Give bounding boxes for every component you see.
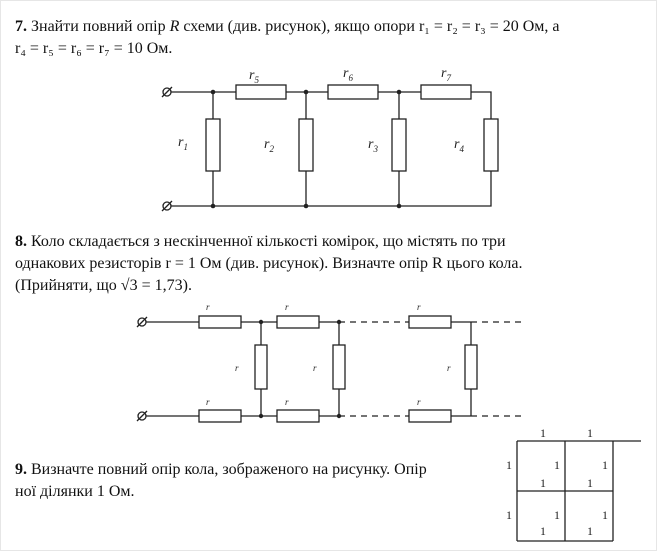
problem-7-R: R <box>169 18 180 35</box>
circuit-8: r r r r r r r r r <box>136 302 526 423</box>
resistor-r1 <box>205 118 221 172</box>
grid-circuit-9: 1 1 1 1 1 1 1 1 1 1 1 1 <box>506 426 641 542</box>
resistor-r4 <box>483 118 499 172</box>
label-r3: r3 <box>368 137 378 154</box>
problem-8-line-1: 8. Коло складається з нескінченної кільк… <box>15 231 506 252</box>
problem-7-line-1: 7. Знайти повний опір R схеми (див. рису… <box>15 16 560 37</box>
problem-7-text-a: Знайти повний опір <box>31 18 166 35</box>
value-1: 1 <box>554 458 560 472</box>
label-r7: r7 <box>441 66 451 83</box>
resistor-r-bottom-2 <box>276 409 320 423</box>
problem-9-number: 9. <box>15 461 27 478</box>
resistor-r2 <box>298 118 314 172</box>
value-1: 1 <box>602 508 608 522</box>
problem-7-number: 7. <box>15 18 27 35</box>
resistor-r-top-n <box>408 315 452 329</box>
value-1: 1 <box>540 476 546 490</box>
value-1: 1 <box>587 426 593 440</box>
problem-8-line-3: (Прийняти, що √3 = 1,73). <box>15 277 192 294</box>
resistor-r-shunt-1 <box>254 344 268 390</box>
resistor-r-bottom-1 <box>198 409 242 423</box>
problem-8-number: 8. <box>15 233 27 250</box>
label-r: r <box>417 397 421 407</box>
problem-7-condition: r₁ = r₂ = r₃ = 20 Ом, а <box>418 18 560 35</box>
label-r: r <box>417 302 421 312</box>
label-r2: r2 <box>264 137 274 154</box>
value-1: 1 <box>506 508 512 522</box>
resistor-r7 <box>420 84 472 100</box>
label-r: r <box>285 397 289 407</box>
problem-8-line-2: однакових резисторів r = 1 Ом (див. рису… <box>15 255 523 272</box>
label-r: r <box>313 363 317 373</box>
label-r: r <box>235 363 239 373</box>
label-r1: r1 <box>178 135 188 152</box>
label-r: r <box>285 302 289 312</box>
problem-9-text-1: Визначте повний опір кола, зображеного н… <box>31 461 427 478</box>
problem-8-text-1: Коло складається з нескінченної кількост… <box>31 233 506 250</box>
terminal-top-icon <box>161 86 173 98</box>
label-r6: r6 <box>343 66 353 83</box>
terminal-bottom-icon <box>136 410 148 422</box>
problem-7-line-2: r₄ = r₅ = r₆ = r₇ = 10 Ом. <box>15 40 173 57</box>
resistor-r-top-2 <box>276 315 320 329</box>
label-r5: r5 <box>249 68 259 85</box>
resistor-r3 <box>391 118 407 172</box>
terminal-top-icon <box>136 316 148 328</box>
terminal-bottom-icon <box>161 200 173 212</box>
value-1: 1 <box>554 508 560 522</box>
resistor-r-top-1 <box>198 315 242 329</box>
label-r4: r4 <box>454 137 464 154</box>
value-1: 1 <box>587 476 593 490</box>
resistor-r-shunt-n <box>464 344 478 390</box>
label-r: r <box>206 302 210 312</box>
label-r: r <box>447 363 451 373</box>
problem-9-line-1: 9. Визначте повний опір кола, зображеног… <box>15 459 427 480</box>
problem-9-line-2: ної ділянки 1 Ом. <box>15 483 135 500</box>
resistor-r-bottom-n <box>408 409 452 423</box>
value-1: 1 <box>602 458 608 472</box>
resistor-r-shunt-2 <box>332 344 346 390</box>
value-1: 1 <box>587 524 593 538</box>
circuit-7: r5 r6 r7 r1 r2 r3 r4 <box>161 66 499 212</box>
value-1: 1 <box>540 426 546 440</box>
value-1: 1 <box>506 458 512 472</box>
resistor-r6 <box>327 84 379 100</box>
label-r: r <box>206 397 210 407</box>
problem-7-text-b: схеми (див. рисунок), якщо опори <box>183 18 415 35</box>
resistor-r5 <box>235 84 287 100</box>
value-1: 1 <box>540 524 546 538</box>
